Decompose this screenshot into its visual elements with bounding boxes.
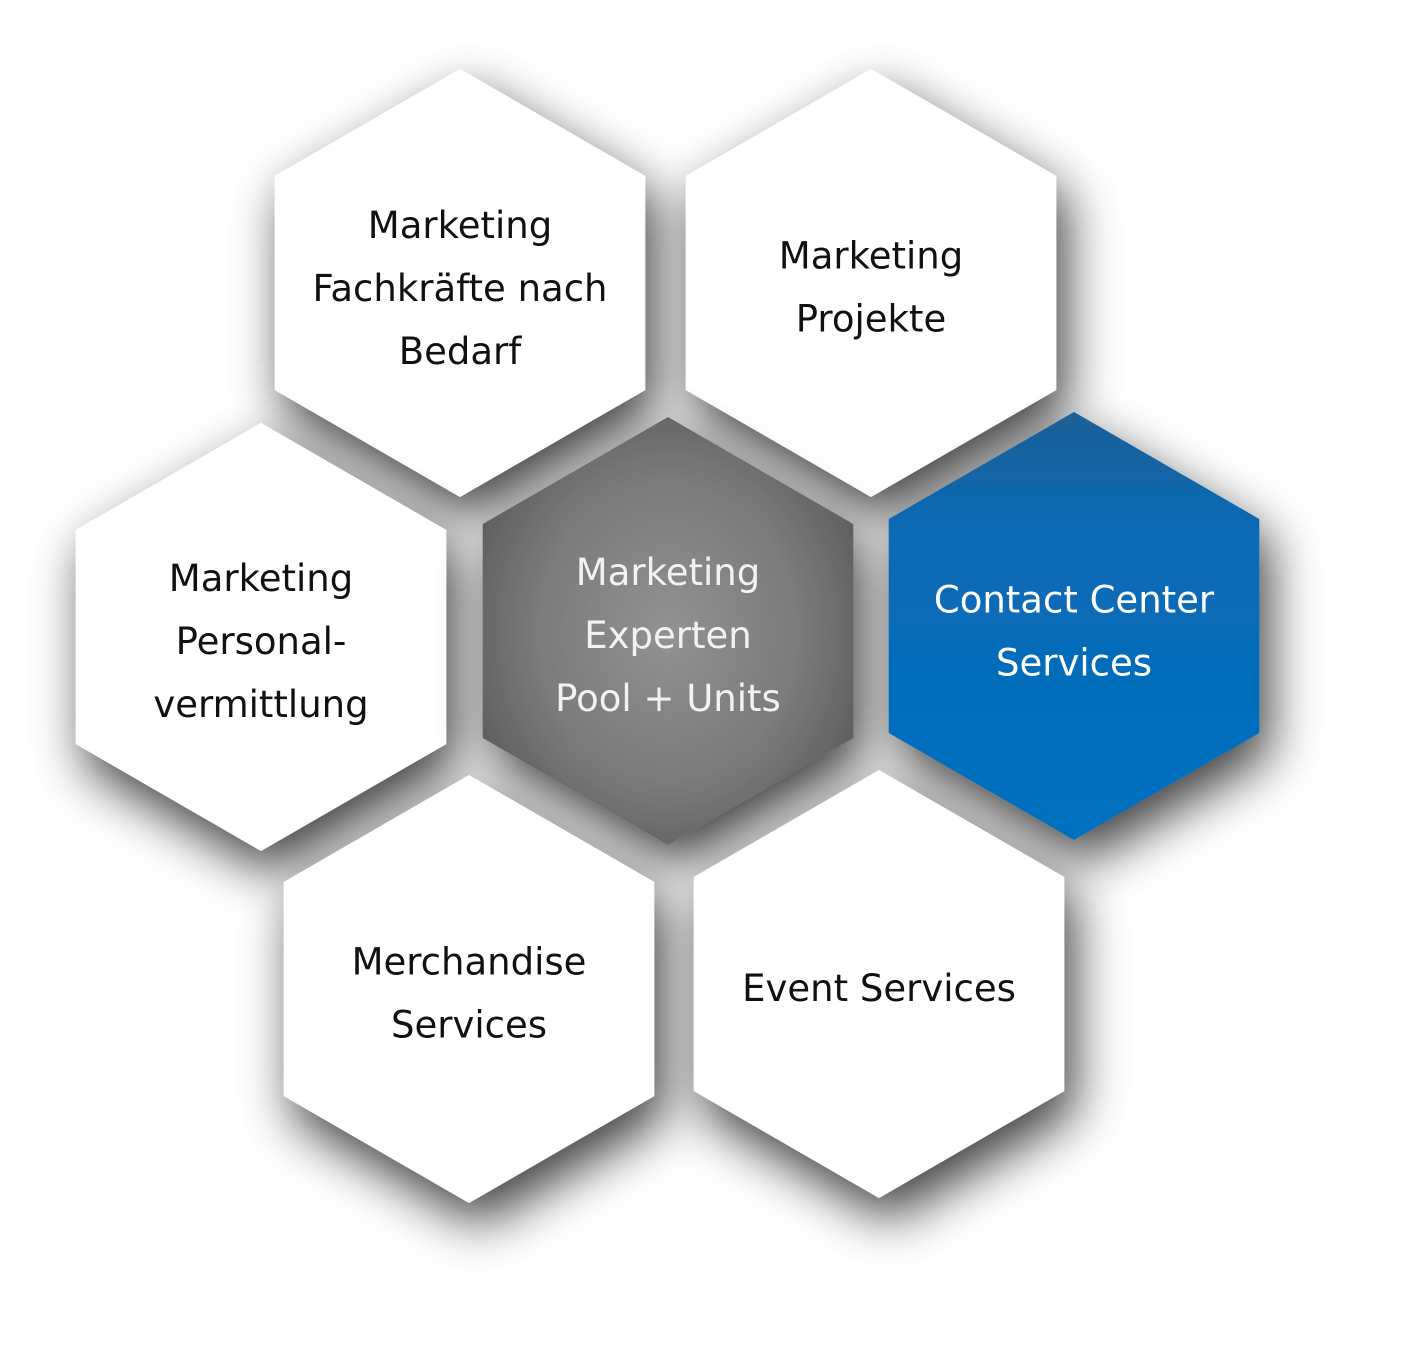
hex-label-personalvermittlung-line-2: Personal- <box>176 620 347 663</box>
hexagon-icon[interactable] <box>482 417 854 845</box>
hex-label-experten-pool-line-1: Marketing <box>576 551 760 594</box>
hex-label-personalvermittlung-line-1: Marketing <box>169 557 353 600</box>
hex-label-fachkraefte-line-1: Marketing <box>368 204 552 247</box>
hexagon-icon[interactable] <box>283 775 655 1203</box>
hex-label-projekte-line-1: Marketing <box>779 235 963 278</box>
hex-label-event-services-line-1: Event Services <box>742 967 1016 1010</box>
hexagon-icon[interactable] <box>888 412 1260 840</box>
hex-label-experten-pool-line-2: Experten <box>584 614 751 657</box>
hex-label-contact-center-line-1: Contact Center <box>934 579 1215 622</box>
hex-label-fachkraefte-line-3: Bedarf <box>399 330 523 373</box>
hex-label-personalvermittlung-line-3: vermittlung <box>153 683 368 726</box>
hex-label-contact-center-line-2: Services <box>996 642 1152 685</box>
hex-label-merchandise-line-2: Services <box>391 1004 547 1047</box>
hexagon-icon[interactable] <box>274 69 646 497</box>
hex-label-fachkraefte-line-2: Fachkräfte nach <box>313 267 608 310</box>
hexagon-icon[interactable] <box>685 69 1057 497</box>
hexagon-icon[interactable] <box>75 423 447 851</box>
hex-tile-event-services[interactable]: Event Services <box>693 770 1065 1198</box>
hexagon-icon[interactable] <box>693 770 1065 1198</box>
hex-label-projekte-line-2: Projekte <box>796 298 946 341</box>
hex-label-merchandise-line-1: Merchandise <box>352 941 587 984</box>
hex-label-experten-pool-line-3: Pool + Units <box>555 677 781 720</box>
